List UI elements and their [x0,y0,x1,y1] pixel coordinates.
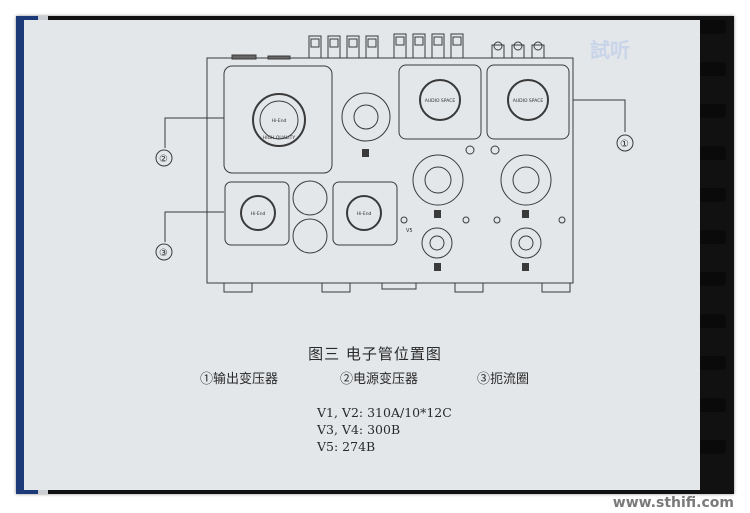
spec-line-2: V3, V4: 300B [317,422,401,437]
output-transformer-left [398,64,482,140]
spec-line-3: V5: 274B [317,439,376,454]
tube-pins [362,149,529,271]
power-transformer-outline [223,65,333,174]
tube-socket-v1 [421,227,453,259]
callout-1-label: ① [620,139,629,150]
callout-1-leader [573,99,626,132]
rear-terminals [308,33,464,59]
callout-3-label: ③ [159,248,168,259]
callout-2-circle [155,149,173,167]
watermark-top: 試听 [590,38,630,62]
rca-inputs [491,41,545,59]
capacitor-2 [292,218,328,254]
manual-page [24,20,700,490]
callout-3-leader [164,211,224,242]
legend-output-transformer: ①输出变压器 [200,372,279,387]
legend-choke: ③扼流圈 [477,372,530,387]
legend-power-transformer: ②电源变压器 [340,372,419,387]
figure-title: 图三 电子管位置图 [308,345,442,363]
capacitor-1 [292,180,328,216]
tube-socket-v5-274b [341,92,391,142]
tube-socket-v2 [510,227,542,259]
output-transformer-right [486,64,570,140]
tube-socket-v4-300b [500,154,552,206]
callout-2-label: ② [159,154,168,165]
output-transformer-text: AUDIO SPACE [425,98,456,104]
chassis-outline [206,57,574,284]
watermark-bottom: www.sthifi.com [612,495,734,511]
choke-left [224,181,290,246]
choke-right [332,181,398,246]
callout-3-circle [155,243,173,261]
callout-1-circle [616,134,634,152]
tube-socket-v3-300b [412,154,464,206]
callout-2-leader [164,117,224,148]
v5-label: V5 [406,228,413,234]
output-transformer-text-2: AUDIO SPACE [513,98,544,104]
choke-text-2: Hi-End [357,211,372,217]
spec-line-1: V1, V2: 310A/10*12C [317,405,452,420]
choke-text: Hi-End [251,211,266,217]
power-transformer-text: Hi-End [272,118,287,124]
chassis-foot [223,282,253,293]
power-transformer-badge [252,93,306,147]
quality-text: HIGH QUALITY [263,135,296,141]
